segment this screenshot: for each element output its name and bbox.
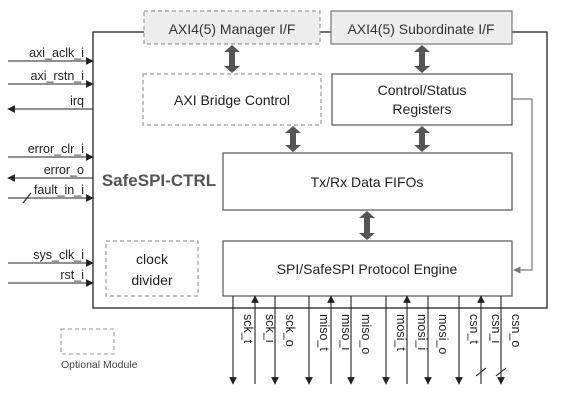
protocol-engine-label: SPI/SafeSPI Protocol Engine: [277, 261, 458, 277]
control-status-label-line2: Registers: [392, 101, 451, 117]
signal-label: csn_i: [489, 314, 503, 343]
protocol-engine-block: [222, 240, 513, 297]
legend-optional-swatch: [60, 328, 115, 355]
signal-label: sys_clk_i: [33, 248, 84, 262]
signal-label: error_clr_i: [28, 142, 84, 156]
left-signal-error-o: error_o: [7, 163, 93, 182]
clock-divider-label-line2: divider: [131, 272, 173, 288]
left-signal-irq: irq: [7, 94, 93, 113]
left-signal-rst-i: rst_i: [8, 268, 94, 287]
left-signal-fault-in-i: fault_in_i: [8, 183, 94, 204]
signal-label: irq: [70, 94, 84, 108]
bus-slash: [495, 367, 507, 377]
clock-divider-label-line1: clock: [136, 251, 169, 267]
tx-rx-fifos-label: Tx/Rx Data FIFOs: [311, 174, 424, 190]
signal-label: miso_o: [359, 314, 373, 354]
control-status-label-line1: Control/Status: [378, 82, 467, 98]
subordinate-interface-label: AXI4(5) Subordinate I/F: [347, 21, 494, 37]
signal-label: sck_i: [263, 314, 277, 342]
left-signal-axi-aclk-i: axi_aclk_i: [8, 46, 94, 65]
bottom-signal-sck-i: sck_i: [251, 295, 277, 384]
bottom-signal-sck-o: sck_o: [271, 296, 297, 385]
bus-slash: [22, 192, 32, 204]
bottom-signal-csn-i: csn_i: [475, 295, 503, 384]
bus-slash: [475, 367, 487, 377]
manager-interface-label: AXI4(5) Manager I/F: [169, 21, 296, 37]
left-signal-axi-rstn-i: axi_rstn_i: [8, 69, 94, 88]
signal-label: csn_t: [467, 314, 481, 344]
signal-label: sck_t: [241, 314, 255, 344]
bottom-signal-miso-o: miso_o: [347, 296, 373, 385]
manager-interface-box: [143, 10, 321, 45]
bottom-signal-miso-i: miso_i: [327, 295, 353, 384]
bottom-signal-mosi-o: mosi_o: [424, 296, 450, 385]
clock-divider-block: [105, 240, 199, 297]
bottom-signal-csn-t: csn_t: [455, 296, 481, 385]
left-signal-sys-clk-i: sys_clk_i: [8, 248, 94, 267]
signal-label: fault_in_i: [34, 183, 84, 197]
manager-bridge-arrow: [224, 45, 240, 73]
legend-optional-label: Optional Module: [61, 359, 138, 371]
left-signal-error-clr-i: error_clr_i: [8, 142, 94, 161]
tx-rx-fifos-block: [222, 152, 513, 211]
signal-label: axi_aclk_i: [29, 46, 84, 60]
register-to-engine-connector: [512, 98, 533, 274]
bridge-fifo-arrow: [285, 126, 301, 152]
signal-label: rst_i: [60, 268, 84, 282]
subordinate-interface-box: [330, 10, 513, 45]
bottom-signal-mosi-t: mosi_t: [382, 296, 408, 385]
signal-label: axi_rstn_i: [31, 69, 85, 83]
bottom-signal-mosi-i: mosi_i: [403, 295, 429, 384]
signal-label: mosi_i: [415, 314, 429, 350]
signal-label: csn_o: [509, 314, 523, 347]
bottom-signal-sck-t: sck_t: [229, 296, 255, 385]
axi-bridge-control-label: AXI Bridge Control: [174, 92, 290, 108]
bottom-signal-csn-o: csn_o: [495, 296, 523, 385]
signal-label: miso_t: [317, 314, 331, 351]
signal-label: miso_i: [339, 314, 353, 350]
registers-fifo-arrow: [414, 126, 430, 152]
subordinate-registers-arrow: [414, 45, 430, 73]
signal-label: sck_o: [283, 314, 297, 347]
signal-label: mosi_o: [436, 314, 450, 354]
signal-label: mosi_t: [394, 314, 408, 351]
fifo-engine-arrow: [359, 211, 375, 240]
axi-bridge-control-block: [142, 73, 322, 126]
module-title: SafeSPI-CTRL: [102, 171, 216, 190]
bottom-signal-miso-t: miso_t: [305, 296, 331, 385]
signal-label: error_o: [44, 163, 84, 177]
